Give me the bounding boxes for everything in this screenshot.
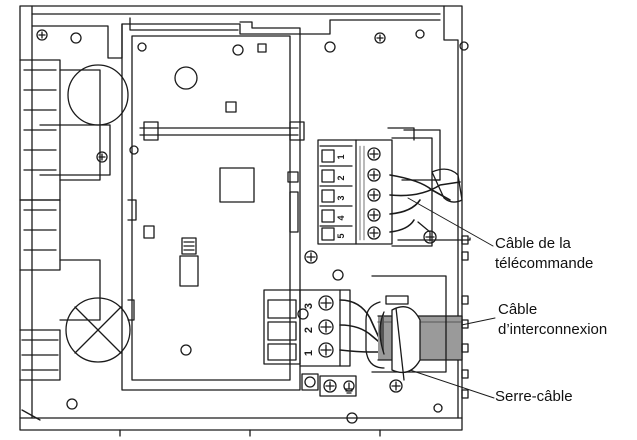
lower-terminal-block	[263, 289, 387, 367]
left-side-parts	[19, 59, 131, 421]
remote-cable-label-line-1: Câble de la	[495, 235, 571, 252]
interconnect-cable	[371, 275, 463, 381]
upper-terminal-2: 2	[336, 175, 346, 180]
lower-terminal-1: 1	[303, 350, 315, 356]
remote-cable-label: Câble de la télécommande	[495, 234, 593, 274]
interconnect-cable-label-line-2: d’interconnexion	[498, 321, 608, 338]
upper-terminal-4: 4	[336, 215, 346, 220]
unit-housing	[19, 5, 463, 437]
remote-cable	[389, 168, 463, 244]
ground-screw	[304, 250, 344, 281]
upper-terminal-block	[317, 127, 471, 247]
leader-lines	[403, 197, 496, 399]
cable-clamp-label-line-1: Serre-câble	[495, 388, 573, 405]
remote-cable-label-line-2: télécommande	[495, 255, 594, 272]
upper-terminal-5: 5	[336, 233, 346, 238]
interconnect-cable-label-line-1: Câble	[498, 301, 538, 318]
cable-clamp-label: Serre-câble	[495, 387, 573, 407]
interconnect-cable-label: Câble d’interconnexion	[498, 300, 607, 340]
mounting-holes	[36, 29, 469, 56]
ground-symbol-icon	[301, 373, 443, 424]
lower-terminal-2: 2	[303, 327, 315, 333]
right-edge-slots	[461, 235, 469, 399]
upper-terminal-3: 3	[336, 195, 346, 200]
upper-terminal-1: 1	[336, 154, 346, 159]
pcb-plate	[121, 21, 305, 391]
lower-terminal-3: 3	[303, 303, 315, 309]
cable-tie-icon	[365, 295, 409, 369]
terminal-number-labels: 1 2 3 4 5 3 2 1	[303, 154, 346, 356]
